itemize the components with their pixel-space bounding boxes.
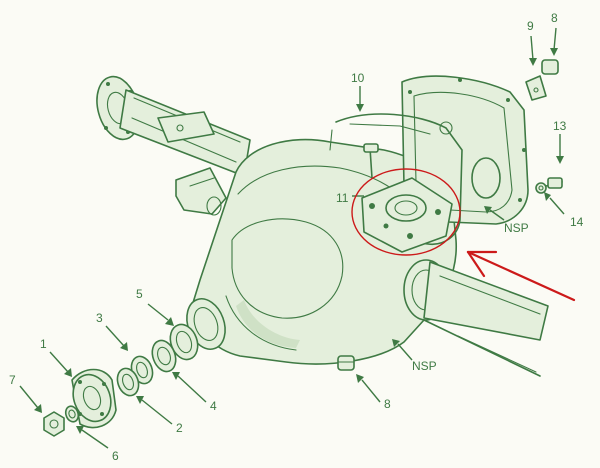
callout-1: 1 <box>40 337 47 351</box>
callout-7: 7 <box>9 373 16 387</box>
callout-2: 2 <box>176 421 183 435</box>
callout-5: 5 <box>136 287 143 301</box>
callout-8-bottom: 8 <box>384 397 391 411</box>
cover-bolt <box>535 177 563 194</box>
callout-11: 11 <box>336 191 349 205</box>
highlight-annotation <box>351 168 576 302</box>
callout-nsp-bottom: NSP <box>412 359 437 373</box>
callout-nsp-right: NSP <box>504 221 529 235</box>
callout-13: 13 <box>553 119 567 133</box>
highlight-circle <box>351 168 461 256</box>
rear-cover-plate <box>401 75 529 225</box>
pinion-stack <box>43 323 199 437</box>
callout-3: 3 <box>96 311 103 325</box>
filler-plug <box>525 59 559 101</box>
callout-labels: 9 8 10 13 14 11 NSP NSP 8 5 3 1 7 6 2 4 <box>9 11 584 463</box>
drain-plug <box>337 355 355 371</box>
cover-gasket <box>329 113 463 245</box>
breather-bolt <box>363 143 379 179</box>
callout-14: 14 <box>570 215 584 229</box>
left-axle-tube <box>96 75 251 216</box>
callout-9: 9 <box>527 19 534 33</box>
callout-6: 6 <box>112 449 119 463</box>
callout-4: 4 <box>210 399 217 413</box>
right-axle-tube <box>423 261 549 377</box>
inspection-plate <box>361 177 453 253</box>
leader-arrows <box>19 27 565 449</box>
highlight-arrow <box>466 250 576 302</box>
callout-8-top: 8 <box>551 11 558 25</box>
callout-10: 10 <box>351 71 365 85</box>
